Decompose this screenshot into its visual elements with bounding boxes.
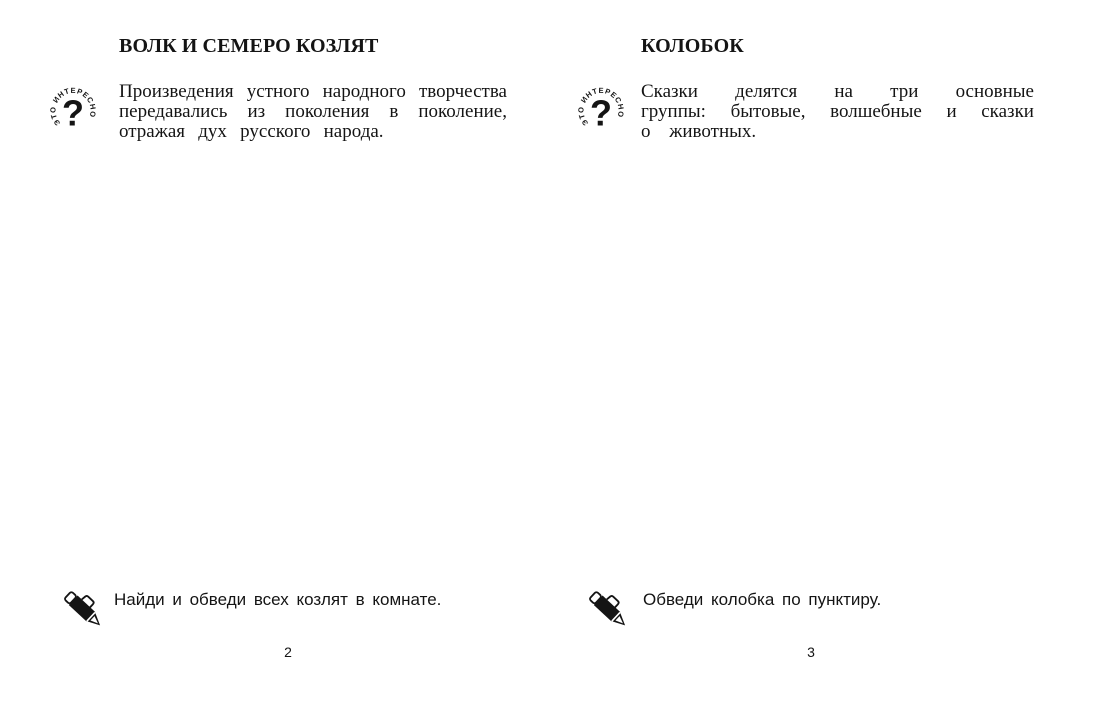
svg-text:?: ? <box>590 93 612 134</box>
svg-text:?: ? <box>62 93 84 134</box>
